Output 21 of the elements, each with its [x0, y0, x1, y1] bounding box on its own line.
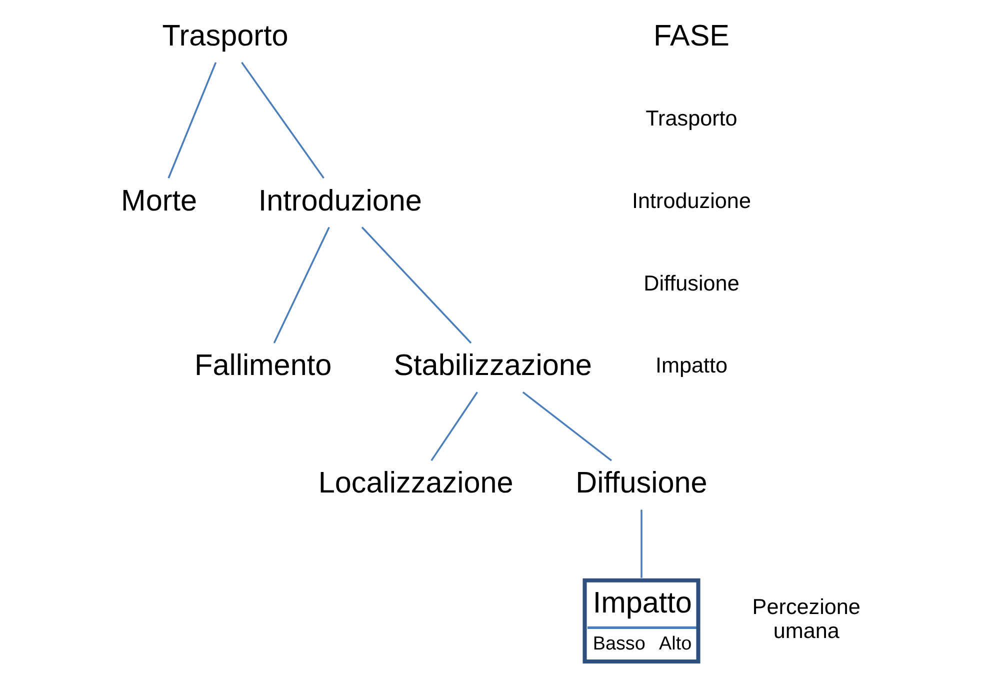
label: Introduzione	[632, 188, 751, 213]
connector	[640, 510, 642, 578]
connector	[168, 62, 217, 178]
node-text: Localizzazione	[318, 466, 514, 500]
node-text: Stabilizzazione	[394, 349, 592, 382]
node-text: Trasporto	[162, 19, 288, 52]
node-text: Introduzione	[258, 184, 422, 218]
node-text: Diffusione	[576, 466, 708, 500]
label: Trasporto	[646, 105, 738, 130]
connector	[273, 226, 330, 344]
node-text: Morte	[121, 184, 198, 218]
node-box: Impatto Basso Alto	[582, 578, 700, 664]
connector	[430, 392, 478, 462]
connector	[361, 226, 472, 344]
label: Impatto	[655, 352, 728, 378]
node-label: Percezione umana	[752, 594, 860, 644]
label: Diffusione	[644, 270, 740, 296]
node-text: Fallimento	[194, 349, 332, 382]
connector	[241, 62, 324, 179]
connector	[522, 391, 612, 462]
label: FASE	[654, 19, 730, 52]
